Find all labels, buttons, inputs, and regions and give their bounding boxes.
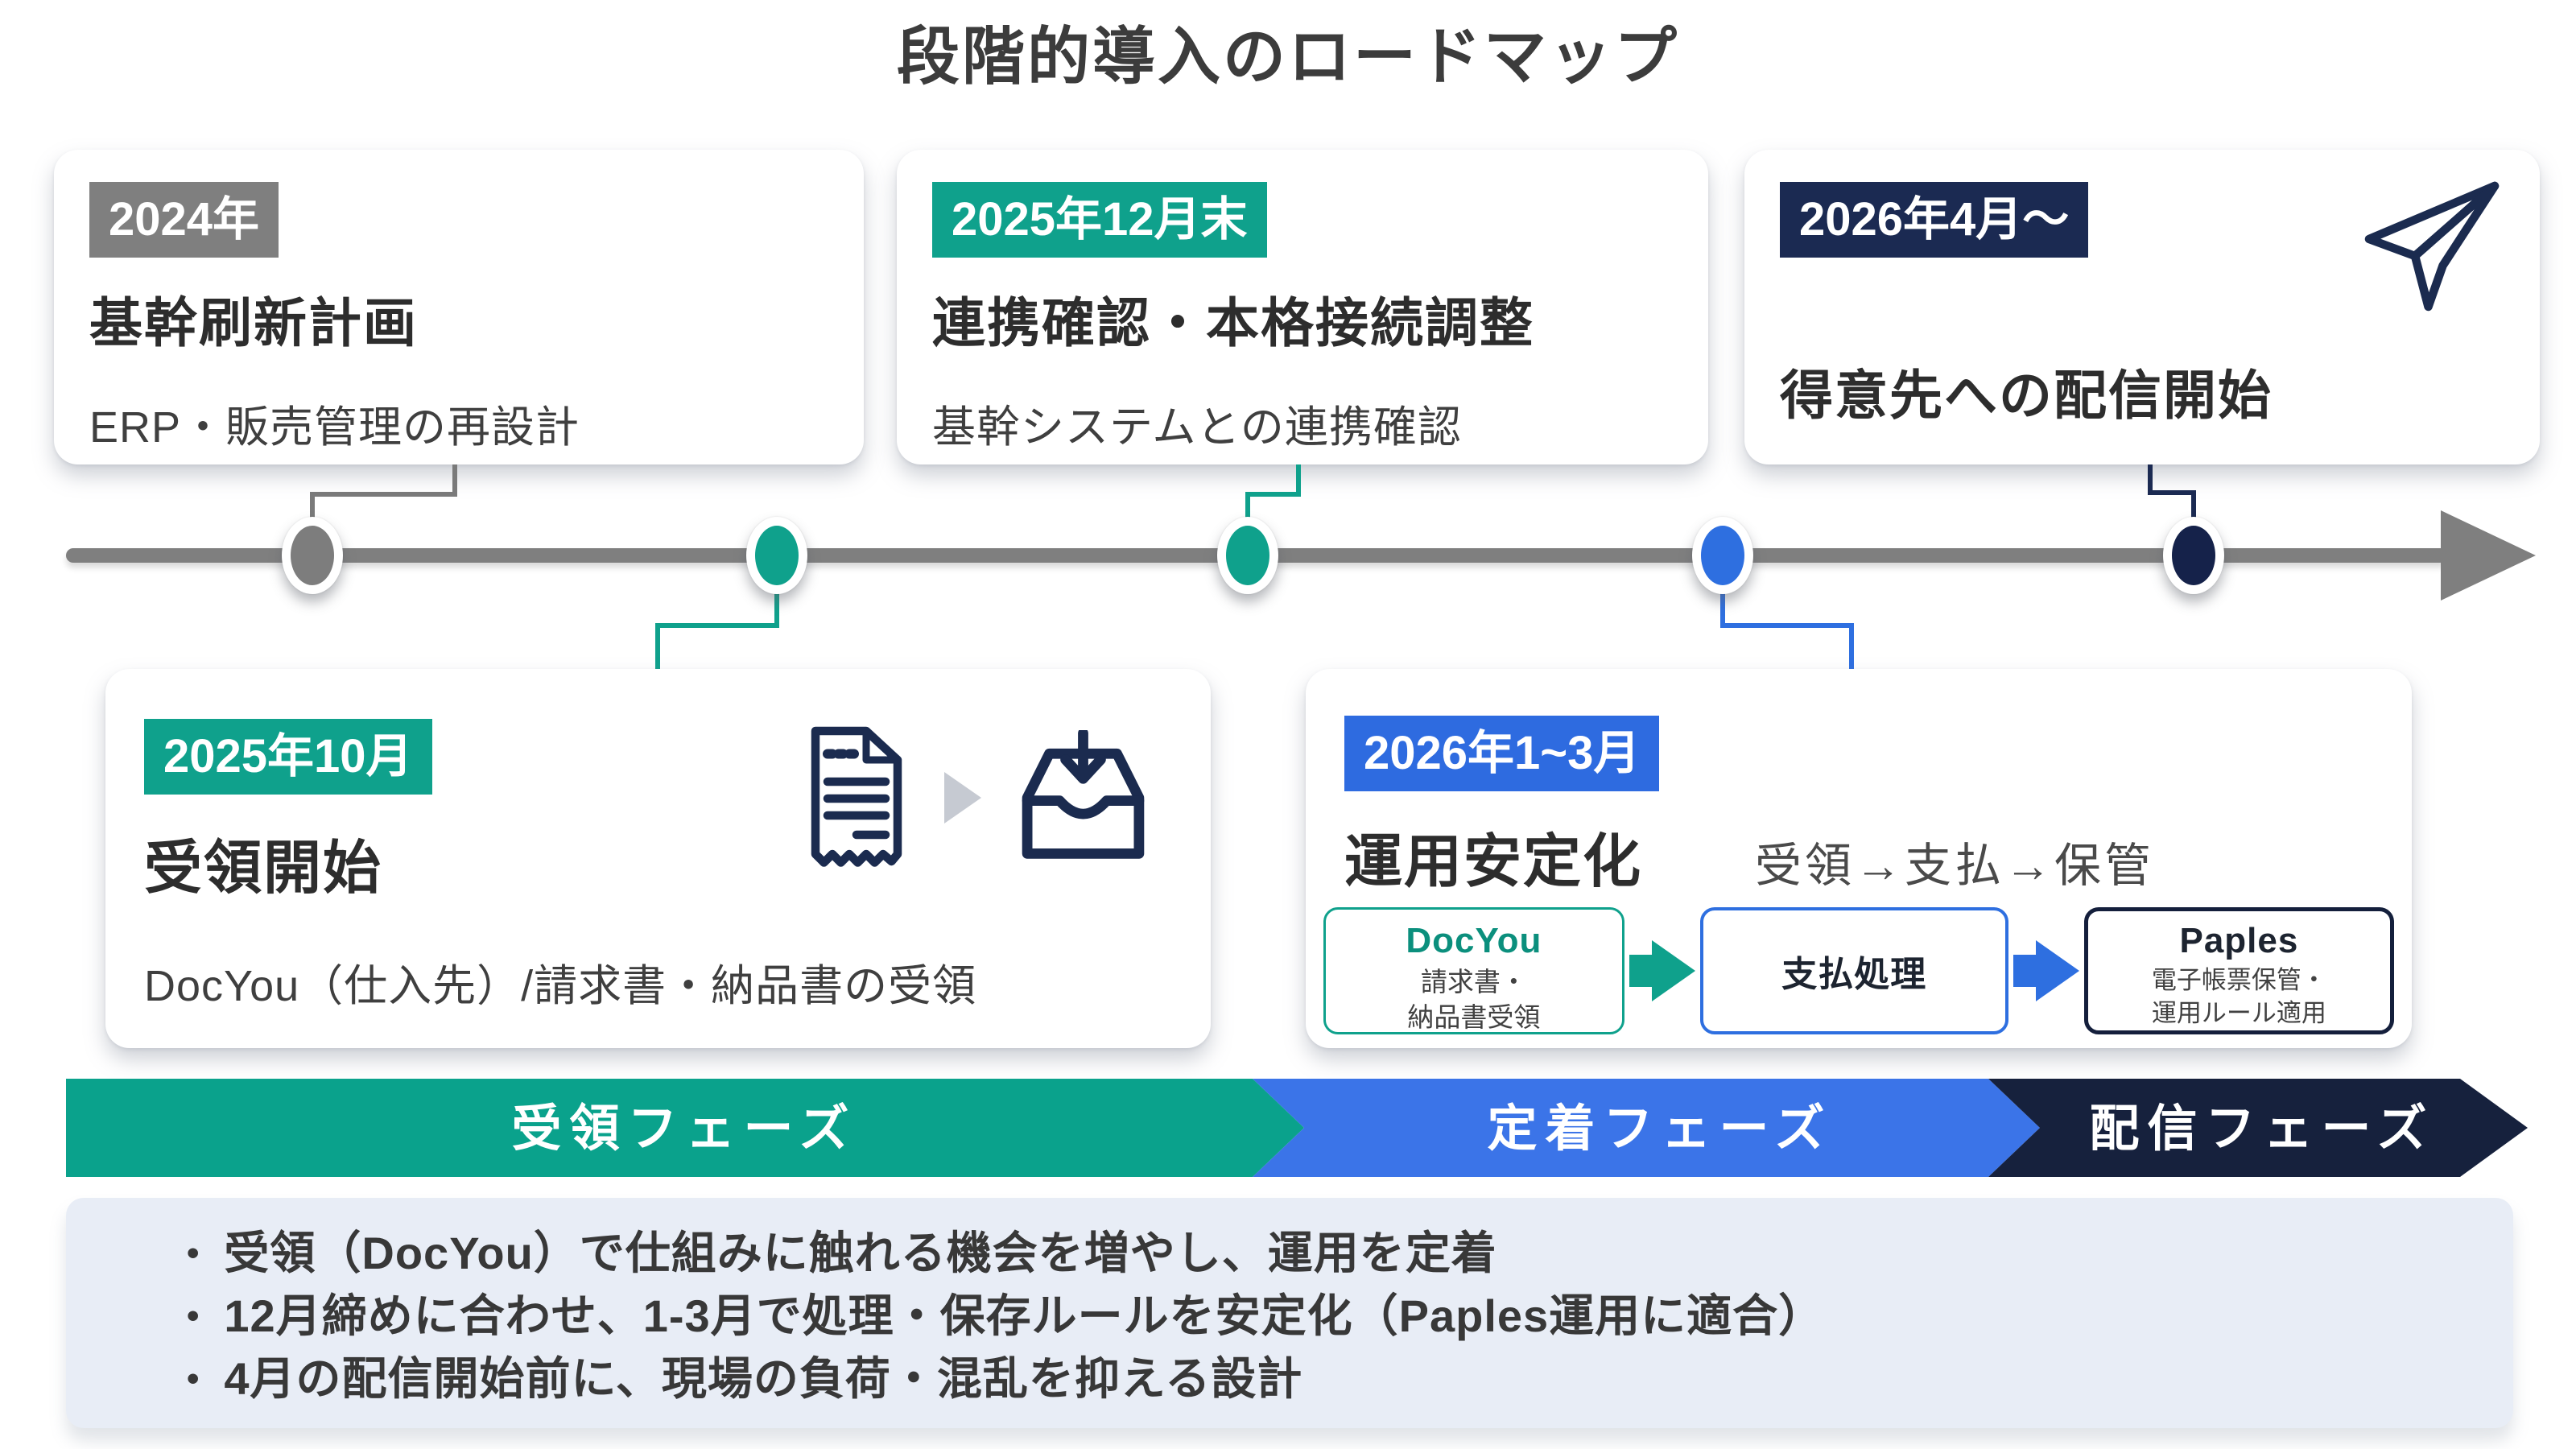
date-badge-2025-12: 2025年12月末 — [932, 182, 1267, 258]
stabilization-heading: 運用安定化 — [1344, 830, 1643, 894]
step-line: 電子帳票保管・ — [2151, 966, 2326, 994]
bullet-icon: • — [187, 1233, 200, 1273]
receipt-start-heading: 受領開始 — [144, 836, 383, 901]
date-badge-2025-10: 2025年10月 — [144, 719, 432, 795]
invoice-receipt-icon — [811, 726, 902, 867]
connector-receipt-card — [655, 623, 779, 628]
date-badge-2026-q1: 2026年1~3月 — [1344, 716, 1660, 791]
notes-box: • 受領（DocYou）で仕組みに触れる機会を増やし、運用を定着 • 12月締め… — [66, 1198, 2513, 1428]
connector-card3 — [2148, 490, 2196, 495]
note-item: • 受領（DocYou）で仕組みに触れる機会を増やし、運用を定着 — [187, 1222, 2465, 1285]
step-line: 請求書・ — [1420, 967, 1527, 997]
note-text: 12月締めに合わせ、1-3月で処理・保存ルールを安定化（Paples運用に適合） — [224, 1290, 1825, 1341]
connector-receipt-card — [774, 583, 779, 628]
flow-summary-label: 受領→支払→保管 — [1755, 840, 2155, 892]
bullet-icon: • — [187, 1359, 200, 1398]
milestone-heading: 連携確認・本格接続調整 — [932, 293, 1534, 353]
connector-receipt-card — [655, 623, 660, 671]
step-payment: 支払処理 — [1699, 907, 2008, 1034]
process-flow: DocYou 請求書・ 納品書受領 支払処理 Paples 電子帳票保管・ 運用… — [1323, 907, 2394, 1034]
timeline-dot-2026-04 — [2163, 517, 2224, 594]
connector-card1 — [452, 464, 457, 497]
paper-plane-icon — [2364, 181, 2500, 312]
timeline-dot-2024 — [282, 517, 343, 594]
note-text: 4月の配信開始前に、現場の負荷・混乱を抑える設計 — [224, 1353, 1303, 1404]
milestone-subtitle: 基幹システムとの連携確認 — [932, 403, 1462, 452]
milestone-card-2025-12: 2025年12月末 連携確認・本格接続調整 基幹システムとの連携確認 — [897, 150, 1708, 464]
connector-card3 — [2148, 464, 2153, 495]
milestone-heading: 基幹刷新計画 — [89, 293, 418, 353]
flow-arrow-icon — [2013, 940, 2079, 1001]
phase-shape-delivery — [1988, 1079, 2528, 1177]
page-title: 段階的導入のロードマップ — [896, 21, 1679, 92]
step-title: DocYou — [1406, 921, 1542, 960]
connector-card2 — [1245, 492, 1301, 497]
step-paples: Paples 電子帳票保管・ 運用ルール適用 — [2083, 907, 2394, 1034]
connector-card1 — [310, 492, 315, 528]
flow-arrow-icon — [1629, 940, 1695, 1001]
timeline-dot-2026-q1 — [1692, 517, 1753, 594]
step-line: 運用ルール適用 — [2151, 998, 2326, 1027]
phase-label-adoption: 定着フェーズ — [1487, 1101, 1833, 1157]
phase-bar — [66, 1079, 2528, 1177]
connector-stabilize-card — [1720, 623, 1854, 628]
phase-shape-adoption — [1253, 1079, 2040, 1177]
step-title: Paples — [2179, 921, 2299, 960]
chevron-right-icon — [944, 771, 981, 824]
timeline-dot-2025-10 — [746, 517, 807, 594]
step-line: 納品書受領 — [1407, 1001, 1541, 1032]
receipt-start-card: 2025年10月 受領開始 DocYou（仕入先）/請求書・納品書の受領 — [105, 669, 1211, 1048]
milestone-subtitle: ERP・販売管理の再設計 — [89, 403, 580, 452]
connector-card1 — [310, 492, 457, 497]
bullet-icon: • — [187, 1296, 200, 1335]
milestone-card-2026-04: 2026年4月～ 得意先への配信開始 — [1744, 150, 2540, 464]
timeline-arrowhead-icon — [2441, 510, 2536, 601]
connector-card3 — [2191, 490, 2196, 528]
phase-shape-reception — [66, 1079, 1304, 1177]
timeline-dot-2025-12 — [1217, 517, 1278, 594]
note-text: 受領（DocYou）で仕組みに触れる機会を増やし、運用を定着 — [224, 1228, 1497, 1278]
note-item: • 12月締めに合わせ、1-3月で処理・保存ルールを安定化（Paples運用に適… — [187, 1285, 2465, 1348]
phase-label-reception: 受領フェーズ — [511, 1101, 857, 1157]
note-item: • 4月の配信開始前に、現場の負荷・混乱を抑える設計 — [187, 1348, 2465, 1410]
milestone-card-2024: 2024年 基幹刷新計画 ERP・販売管理の再設計 — [54, 150, 864, 464]
stabilization-card: 2026年1~3月 運用安定化 受領→支払→保管 DocYou 請求書・ 納品書… — [1306, 669, 2412, 1048]
connector-card2 — [1245, 492, 1250, 528]
date-badge-2024: 2024年 — [89, 182, 279, 258]
connector-stabilize-card — [1720, 583, 1725, 628]
receipt-flow-icons — [796, 719, 1158, 876]
connector-card2 — [1296, 464, 1301, 497]
date-badge-2026-04: 2026年4月～ — [1780, 182, 2089, 258]
milestone-heading: 得意先への配信開始 — [1780, 365, 2273, 425]
step-docyou: DocYou 請求書・ 納品書受領 — [1323, 907, 1624, 1034]
connector-stabilize-card — [1849, 623, 1854, 671]
phase-label-delivery: 配信フェーズ — [2089, 1101, 2435, 1157]
receipt-start-subtitle: DocYou（仕入先）/請求書・納品書の受領 — [144, 962, 977, 1010]
inbox-download-icon — [1022, 729, 1145, 859]
step-title: 支払処理 — [1781, 955, 1927, 994]
